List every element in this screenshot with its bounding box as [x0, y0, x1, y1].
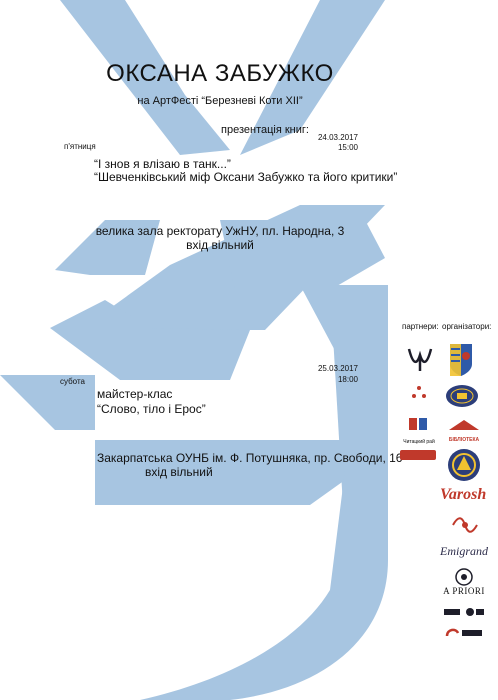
event2-entry: вхід вільний [145, 465, 213, 479]
apriori-logo: A PRIORI [443, 586, 485, 596]
shape-band-right [220, 220, 385, 290]
coat-of-arms-logo [450, 344, 472, 376]
event1-entry: вхід вільний [186, 238, 254, 252]
emigrand-logo: Emigrand [440, 544, 488, 558]
library-seal-logo [446, 385, 478, 407]
shape-bottom-curve [140, 470, 388, 700]
event2-venue: Закарпатська ОУНБ ім. Ф. Потушняка, пр. … [97, 451, 403, 465]
varosh-logo: Varosh [440, 486, 487, 503]
page-title: ОКСАНА ЗАБУЖКО [106, 60, 334, 87]
emblem-logo [448, 449, 480, 481]
event1-date: 24.03.2017 [317, 133, 358, 142]
event2-day: субота [60, 377, 85, 386]
event2-date: 25.03.2017 [317, 364, 358, 373]
reading-club-logo: Читацкий рай [400, 416, 438, 445]
ram-logo [455, 568, 473, 586]
shape-v-left [60, 0, 230, 155]
library-logo: БІБЛІОТЕКА [445, 418, 483, 443]
organizers-label: організатори: [442, 322, 492, 331]
tuning-fork-logo [407, 348, 433, 371]
event1-book1: “І знов я влізаю в танк...” [94, 157, 231, 171]
ornament-logo [452, 517, 478, 533]
shape-mid-arrow [50, 300, 250, 380]
event1-venue: велика зала ректорату УжНУ, пл. Народна,… [95, 224, 345, 238]
event2-title: “Слово, тіло і Ерос” [97, 402, 206, 416]
reading-club-text: Читацкий рай [403, 439, 435, 445]
shape-lower-block [95, 440, 345, 505]
shape-v-right [240, 0, 385, 155]
presentation-heading: презентація книг: [221, 124, 309, 136]
festival-subtitle: на АртФесті “Березневі Коти XII” [137, 95, 303, 107]
shape-lower-left [0, 375, 95, 430]
cafe-logo [444, 608, 484, 616]
event1-day: п'ятниця [64, 142, 96, 151]
event2-type: майстер-клас [97, 387, 173, 401]
dots-logo [412, 386, 426, 398]
event2-time: 18:00 [337, 375, 358, 384]
library-text: БІБЛІОТЕКА [448, 437, 480, 443]
shape-arrow-left [55, 220, 160, 275]
event1-book2: “Шевченківський міф Оксани Забужко та йо… [94, 170, 398, 184]
partners-label: партнери: [402, 322, 439, 331]
red-publisher-logo [400, 450, 436, 460]
event1-time: 15:00 [337, 143, 358, 152]
red-sickle-logo [445, 628, 482, 637]
